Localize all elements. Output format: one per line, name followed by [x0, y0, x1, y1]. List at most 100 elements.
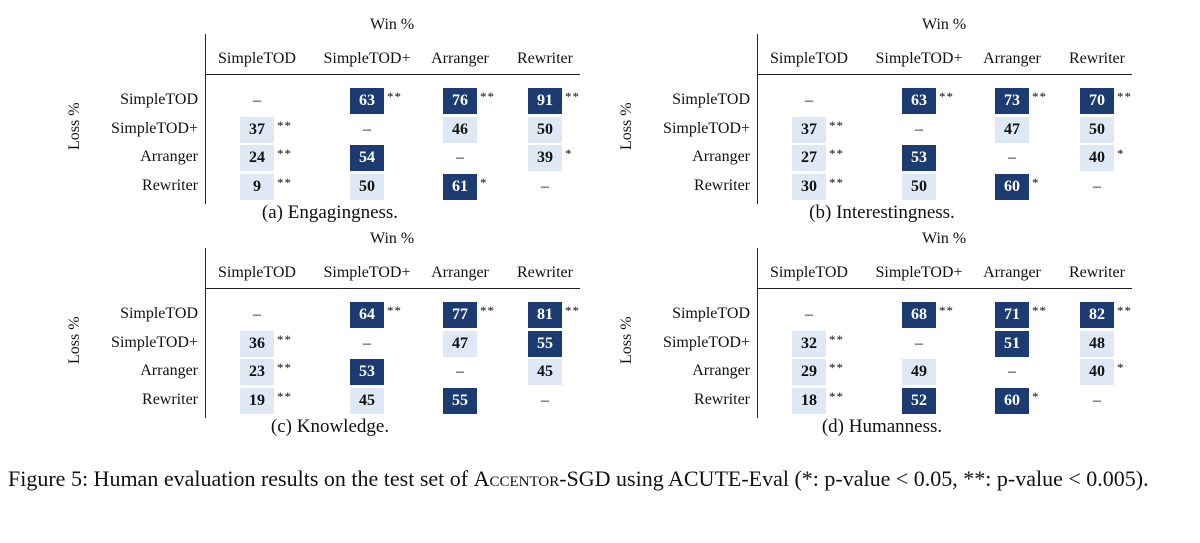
significance-marker: ** — [829, 175, 844, 190]
result-cell: 40 — [1080, 359, 1114, 385]
result-cell: 91 — [528, 88, 562, 114]
row-divider — [205, 34, 206, 204]
column-header: SimpleTOD — [770, 50, 848, 67]
row-label: SimpleTOD+ — [111, 120, 198, 137]
column-header: Rewriter — [1069, 50, 1125, 67]
row-label: SimpleTOD+ — [663, 120, 750, 137]
row-label: Arranger — [692, 362, 750, 379]
row-divider — [757, 248, 758, 418]
significance-marker: * — [1117, 146, 1125, 161]
result-cell: 63 — [350, 88, 384, 114]
column-header: Rewriter — [517, 264, 573, 281]
result-cell: – — [915, 335, 923, 352]
header-rule — [757, 288, 1132, 289]
result-cell: 55 — [443, 388, 477, 414]
significance-marker: ** — [387, 89, 402, 104]
win-percent-label: Win % — [922, 16, 967, 33]
result-cell: 47 — [443, 331, 477, 357]
result-cell: 54 — [350, 145, 384, 171]
significance-marker: ** — [277, 332, 292, 347]
result-cell: 39 — [528, 145, 562, 171]
result-cell: 55 — [528, 331, 562, 357]
result-cell: 68 — [902, 302, 936, 328]
significance-marker: ** — [1032, 89, 1047, 104]
row-label: SimpleTOD+ — [663, 334, 750, 351]
result-cell: 45 — [528, 359, 562, 385]
result-cell: 76 — [443, 88, 477, 114]
panel-caption: (b) Interestingness. — [809, 202, 955, 223]
column-header: Rewriter — [1069, 264, 1125, 281]
result-cell: 48 — [1080, 331, 1114, 357]
result-cell: 61 — [443, 174, 477, 200]
column-header: SimpleTOD+ — [323, 50, 411, 67]
row-label: Rewriter — [694, 391, 750, 408]
result-cell: 32 — [792, 331, 826, 357]
row-label: SimpleTOD — [120, 91, 198, 108]
result-cell: 9 — [240, 174, 274, 200]
header-rule — [205, 288, 580, 289]
result-cell: 36 — [240, 331, 274, 357]
row-label: SimpleTOD — [672, 305, 750, 322]
significance-marker: * — [1032, 175, 1040, 190]
header-rule — [205, 74, 580, 75]
result-cell: 24 — [240, 145, 274, 171]
win-percent-label: Win % — [370, 16, 415, 33]
figure-caption-dataset: Accentor — [473, 466, 560, 491]
result-cell: 47 — [995, 117, 1029, 143]
column-header: SimpleTOD — [218, 264, 296, 281]
figure-caption-prefix: Figure 5: Human evaluation results on th… — [8, 466, 474, 491]
column-header: SimpleTOD+ — [875, 264, 963, 281]
result-cell: – — [805, 306, 813, 323]
result-cell: 64 — [350, 302, 384, 328]
result-cell: 51 — [995, 331, 1029, 357]
result-cell: 52 — [902, 388, 936, 414]
results-panel-3: Win % SimpleTOD SimpleTOD+ Arranger Rewriter… — [0, 228, 580, 438]
column-header: Arranger — [983, 50, 1041, 67]
result-cell: 50 — [350, 174, 384, 200]
result-cell: 18 — [792, 388, 826, 414]
column-header: Arranger — [431, 264, 489, 281]
result-cell: 50 — [902, 174, 936, 200]
result-cell: 70 — [1080, 88, 1114, 114]
result-cell: – — [541, 392, 549, 409]
significance-marker: ** — [277, 118, 292, 133]
result-cell: 40 — [1080, 145, 1114, 171]
result-cell: 50 — [528, 117, 562, 143]
result-cell: 30 — [792, 174, 826, 200]
column-header: Rewriter — [517, 50, 573, 67]
significance-marker: * — [1032, 389, 1040, 404]
significance-marker: ** — [1117, 89, 1132, 104]
result-cell: – — [1008, 149, 1016, 166]
result-cell: – — [456, 363, 464, 380]
result-cell: 27 — [792, 145, 826, 171]
win-percent-label: Win % — [370, 230, 415, 247]
significance-marker: ** — [565, 89, 580, 104]
row-label: Rewriter — [694, 177, 750, 194]
result-cell: 81 — [528, 302, 562, 328]
result-cell: – — [1093, 392, 1101, 409]
significance-marker: ** — [480, 303, 495, 318]
result-cell: 73 — [995, 88, 1029, 114]
column-header: SimpleTOD — [218, 50, 296, 67]
figure-caption-suffix: -SGD using ACUTE-Eval (*: p-value < 0.05… — [559, 466, 1149, 491]
significance-marker: ** — [480, 89, 495, 104]
significance-marker: ** — [277, 146, 292, 161]
column-header: Arranger — [983, 264, 1041, 281]
panel-caption: (c) Knowledge. — [270, 416, 390, 437]
result-cell: – — [1093, 178, 1101, 195]
significance-marker: ** — [829, 118, 844, 133]
win-percent-label: Win % — [922, 230, 967, 247]
significance-marker: ** — [565, 303, 580, 318]
significance-marker: * — [565, 146, 573, 161]
column-header: SimpleTOD+ — [323, 264, 411, 281]
result-cell: 37 — [240, 117, 274, 143]
row-label: Rewriter — [142, 177, 198, 194]
result-cell: – — [253, 92, 261, 109]
result-cell: 71 — [995, 302, 1029, 328]
result-cell: 60 — [995, 388, 1029, 414]
result-cell: – — [805, 92, 813, 109]
significance-marker: ** — [829, 360, 844, 375]
